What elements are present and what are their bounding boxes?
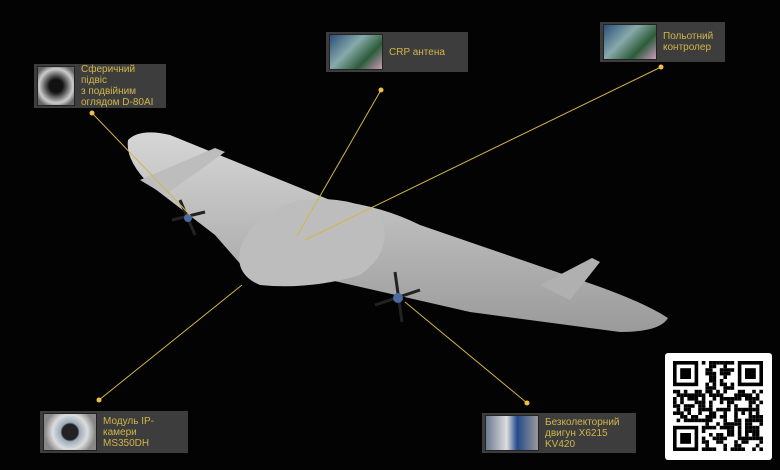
flight-controller-thumbnail <box>603 24 657 60</box>
ip-camera-label: Модуль IP-камери MS350DH <box>103 415 155 449</box>
leader-dot <box>96 397 102 403</box>
crp-antenna-label: CRP антена <box>389 46 445 58</box>
leader-dot <box>658 64 664 70</box>
qr-code[interactable] <box>665 353 772 460</box>
gimbal-thumbnail <box>37 66 75 106</box>
leader-line-fc <box>304 66 662 241</box>
callout-crp-antenna: CRP антена <box>326 32 468 72</box>
left-winglet <box>140 148 225 195</box>
callout-motor: Безколекторний двигун X6215 KV420 <box>482 413 636 453</box>
callout-flight-controller: Польотний контролер <box>600 22 725 62</box>
flight-controller-label: Польотний контролер <box>663 31 714 53</box>
leader-line-gimbal <box>91 112 191 216</box>
callout-ip-camera: Модуль IP-камери MS350DH <box>40 411 188 453</box>
drone-wing <box>127 132 668 332</box>
motor-thumbnail <box>485 415 539 451</box>
leader-line-motor <box>404 301 528 404</box>
camera-thumbnail <box>43 413 97 451</box>
gimbal-label: Сферичний підвіс з подвійним оглядом D-8… <box>81 64 154 108</box>
motor-label: Безколекторний двигун X6215 KV420 <box>545 416 620 450</box>
propeller-right <box>374 271 421 323</box>
drone-fuselage <box>239 199 385 287</box>
leader-line-camera <box>98 284 243 401</box>
leader-line-crp <box>296 89 382 237</box>
propeller-left <box>171 199 206 236</box>
right-winglet <box>540 258 600 300</box>
callout-gimbal: Сферичний підвіс з подвійним оглядом D-8… <box>34 64 166 108</box>
leader-dot <box>378 87 384 93</box>
leader-dot <box>524 400 530 406</box>
qr-pattern <box>673 361 763 451</box>
antenna-thumbnail <box>329 34 383 70</box>
leader-dot <box>89 110 95 116</box>
